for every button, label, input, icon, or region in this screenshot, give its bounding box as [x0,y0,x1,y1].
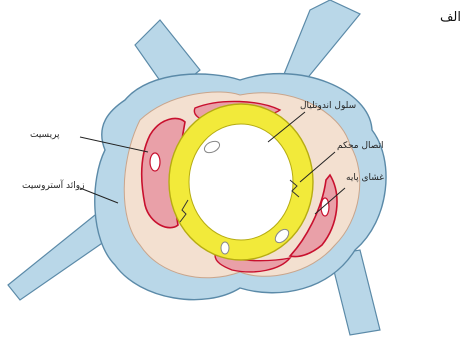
label-pericyte: پریسیت [30,130,60,140]
vessel-lumen [189,124,293,240]
label-endothelial-cell: سلول اندوتلیال [300,101,356,111]
label-astrocyte-processes: زوائد آستروسیت [22,179,84,191]
endothelial-nucleus-bottom [221,242,229,254]
label-tight-junction: اتصال محکم [337,141,384,151]
pericyte-right-nucleus [321,198,329,216]
label-basement-membrane: غشای پایه [346,173,384,183]
pericyte-left-nucleus [150,153,160,171]
